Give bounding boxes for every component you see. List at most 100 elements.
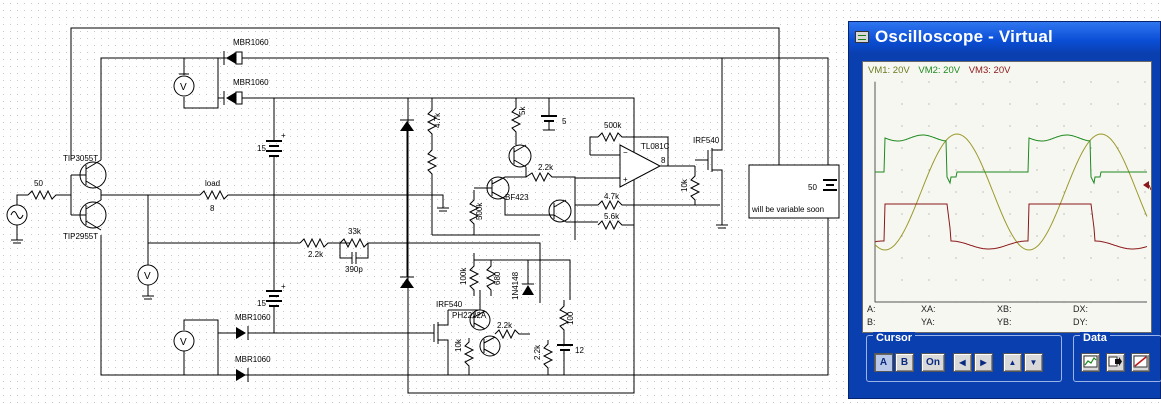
label-r-680: 680 (493, 271, 502, 285)
readout-yb: YB: (997, 317, 1012, 327)
trace-vm2 (875, 134, 1147, 185)
svg-text:V: V (180, 337, 187, 348)
screen-grid (874, 81, 1146, 303)
readout-a: A: (867, 304, 876, 314)
label-15v-bottom: 15 (257, 299, 266, 308)
cursor-right-button[interactable]: ▶ (974, 353, 993, 372)
transistor-q-top (508, 144, 532, 168)
window-title: Oscilloscope - Virtual (875, 27, 1053, 46)
label-r-in: 50 (34, 179, 43, 188)
cursor-up-button[interactable]: ▲ (1003, 353, 1022, 372)
channel-labels: VM1: 20V VM2: 20V VM3: 20V (868, 65, 1016, 76)
label-r-100: 100 (566, 311, 575, 325)
label-r-4k7-b: 4.7k (604, 192, 620, 201)
arrow-up-icon: ▲ (1008, 358, 1017, 367)
label-r-100k: 100k (459, 267, 468, 285)
label-v50: 50 (808, 183, 817, 192)
voltmeter-1: V (173, 73, 195, 97)
diode-mbr2 (223, 91, 243, 105)
diode-mbr3 (236, 326, 249, 340)
diode-vert-top (400, 119, 414, 131)
transistor-q-mid (548, 199, 572, 223)
readout-xa: XA: (921, 304, 936, 314)
channel-label-vm1: VM1: 20V (868, 65, 910, 76)
circuit-schematic: MBR1060 MBR1060 V 15 + 15 + 50 (6, 27, 840, 394)
readout-xb: XB: (997, 304, 1012, 314)
supply-box (748, 164, 840, 219)
battery-15v-bottom (266, 290, 282, 307)
svg-text:+: + (623, 175, 628, 184)
label-load: load (205, 179, 220, 188)
battery-15v-top (266, 140, 282, 157)
transistor-tip2955 (71, 199, 107, 231)
cursor-left-button[interactable]: ◀ (953, 353, 972, 372)
cursor-on-button[interactable]: On (921, 353, 945, 372)
trace-vm1 (874, 133, 1148, 251)
label-r-2k2-c: 2.2k (497, 321, 513, 330)
label-note: will be variable soon (751, 205, 824, 214)
data-view-button[interactable] (1081, 353, 1100, 372)
label-opamp-pin8: 8 (661, 156, 666, 165)
label-r-2k2-d: 2.2k (533, 344, 542, 360)
data-group-title: Data (1080, 332, 1110, 344)
label-mbr2: MBR1060 (233, 78, 269, 87)
oscilloscope-icon (855, 31, 869, 43)
cursor-a-button[interactable]: A (874, 353, 893, 372)
label-mbr4: MBR1060 (235, 355, 271, 364)
svg-text:−: − (623, 148, 628, 157)
diode-1n4148 (522, 283, 534, 295)
title-bar[interactable]: Oscilloscope - Virtual (849, 22, 1160, 53)
data-clear-button[interactable] (1131, 353, 1150, 372)
signal-source (6, 204, 28, 226)
label-r-10k-b: 10k (454, 338, 463, 352)
svg-text:+: + (281, 131, 286, 140)
cursor-group: Cursor A B On ◀ ▶ ▲ ▼ (866, 332, 1062, 382)
label-mbr3: MBR1060 (235, 313, 271, 322)
label-c-390p: 390p (345, 265, 363, 274)
diode-mbr1 (223, 51, 243, 65)
label-r-33k: 33k (348, 227, 362, 236)
label-15v-top: 15 (257, 144, 266, 153)
data-export-button[interactable] (1106, 353, 1125, 372)
label-r-5k: 5k (518, 106, 527, 115)
trigger-marker[interactable] (1143, 181, 1151, 191)
label-mbr1: MBR1060 (233, 38, 269, 47)
diode-mbr4 (236, 368, 249, 382)
diode-vert-bottom (400, 276, 414, 288)
label-r-10k: 10k (680, 178, 689, 192)
arrow-right-icon: ▶ (980, 358, 987, 367)
label-tip3055: TIP3055T (63, 154, 98, 163)
label-r-4k7: 4.7k (433, 112, 442, 128)
label-load-val: 8 (210, 204, 215, 213)
clear-icon (1133, 355, 1148, 368)
label-irf540-bottom: IRF540 (436, 300, 463, 309)
label-tl081c: TL081C (641, 142, 670, 151)
arrow-down-icon: ▼ (1029, 358, 1038, 367)
label-1n4148: 1N4148 (511, 271, 520, 300)
oscilloscope-window: Oscilloscope - Virtual VM1: 20V VM2: 20V… (848, 21, 1161, 399)
readout-ya: YA: (921, 317, 935, 327)
label-irf540-top: IRF540 (693, 136, 720, 145)
channel-label-vm3: VM3: 20V (968, 65, 1011, 76)
transistor-tip3055 (71, 159, 107, 191)
channel-label-vm2: VM2: 20V (918, 65, 961, 76)
transistor-q-low (479, 335, 501, 357)
label-tip2955: TIP2955T (63, 232, 98, 241)
waveform-screen[interactable] (863, 62, 1151, 332)
cursor-down-button[interactable]: ▼ (1024, 353, 1043, 372)
trace-vm3 (874, 203, 1148, 250)
voltmeter-3: V (173, 330, 195, 352)
readout-b: B: (867, 317, 876, 327)
cursor-b-button[interactable]: B (895, 353, 914, 372)
svg-text:V: V (144, 271, 151, 282)
label-ph2222a: PH2222A (452, 311, 487, 320)
data-group: Data (1073, 332, 1161, 382)
mosfet-irf540-bottom (422, 310, 449, 350)
data-graph-icon (1083, 355, 1098, 368)
svg-text:V: V (180, 82, 187, 93)
cursor-group-title: Cursor (873, 332, 916, 344)
voltmeter-2: V (137, 264, 159, 286)
scope-display-panel: VM1: 20V VM2: 20V VM3: 20V A: B: XA: YA:… (862, 61, 1152, 333)
label-r-2k2-b: 2.2k (538, 163, 554, 172)
readout-dx: DX: (1073, 304, 1089, 314)
